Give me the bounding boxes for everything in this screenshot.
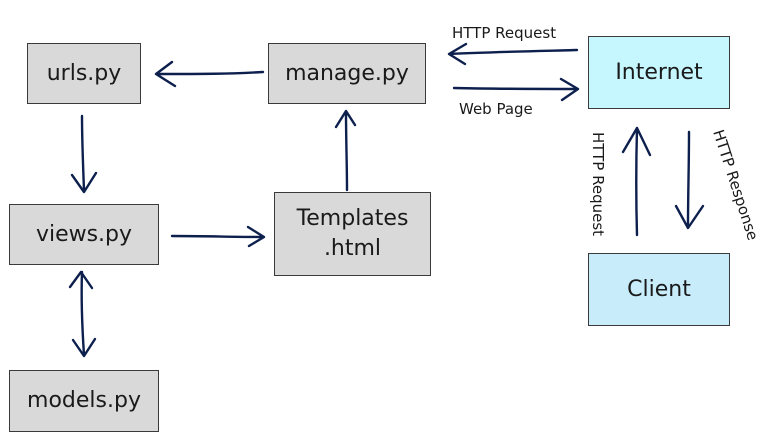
- urls-node: urls.py: [27, 43, 141, 104]
- arrow-templates-to-manage: [334, 109, 357, 192]
- urls-label: urls.py: [46, 60, 122, 86]
- internet-label: Internet: [615, 59, 703, 85]
- arrow-internet-to-client: [674, 130, 705, 230]
- arrow-manage-to-urls: [154, 60, 265, 88]
- manage-node: manage.py: [268, 43, 426, 104]
- arrow-manage-to-internet: [452, 77, 580, 102]
- arrow-views-to-templates: [170, 225, 266, 248]
- internet-node: Internet: [588, 36, 730, 109]
- arrow-urls-to-views: [70, 114, 98, 194]
- templates-label-line1: Templates: [296, 206, 409, 232]
- views-label: views.py: [35, 221, 133, 247]
- client-node: Client: [588, 253, 730, 326]
- models-label: models.py: [27, 388, 141, 414]
- manage-label: manage.py: [285, 60, 409, 86]
- arrow-client-to-internet: [621, 126, 652, 237]
- templates-node: Templates .html: [274, 192, 431, 276]
- http-request-top-label: HTTP Request: [452, 24, 557, 42]
- web-page-label: Web Page: [459, 100, 533, 118]
- client-label: Client: [627, 276, 691, 302]
- arrow-internet-to-manage: [447, 42, 579, 66]
- arrow-views-models-bidirectional: [68, 270, 97, 358]
- templates-label-line2: .html: [323, 236, 382, 261]
- http-request-side-label: HTTP Request: [589, 131, 608, 237]
- views-node: views.py: [9, 204, 159, 265]
- models-node: models.py: [9, 370, 159, 432]
